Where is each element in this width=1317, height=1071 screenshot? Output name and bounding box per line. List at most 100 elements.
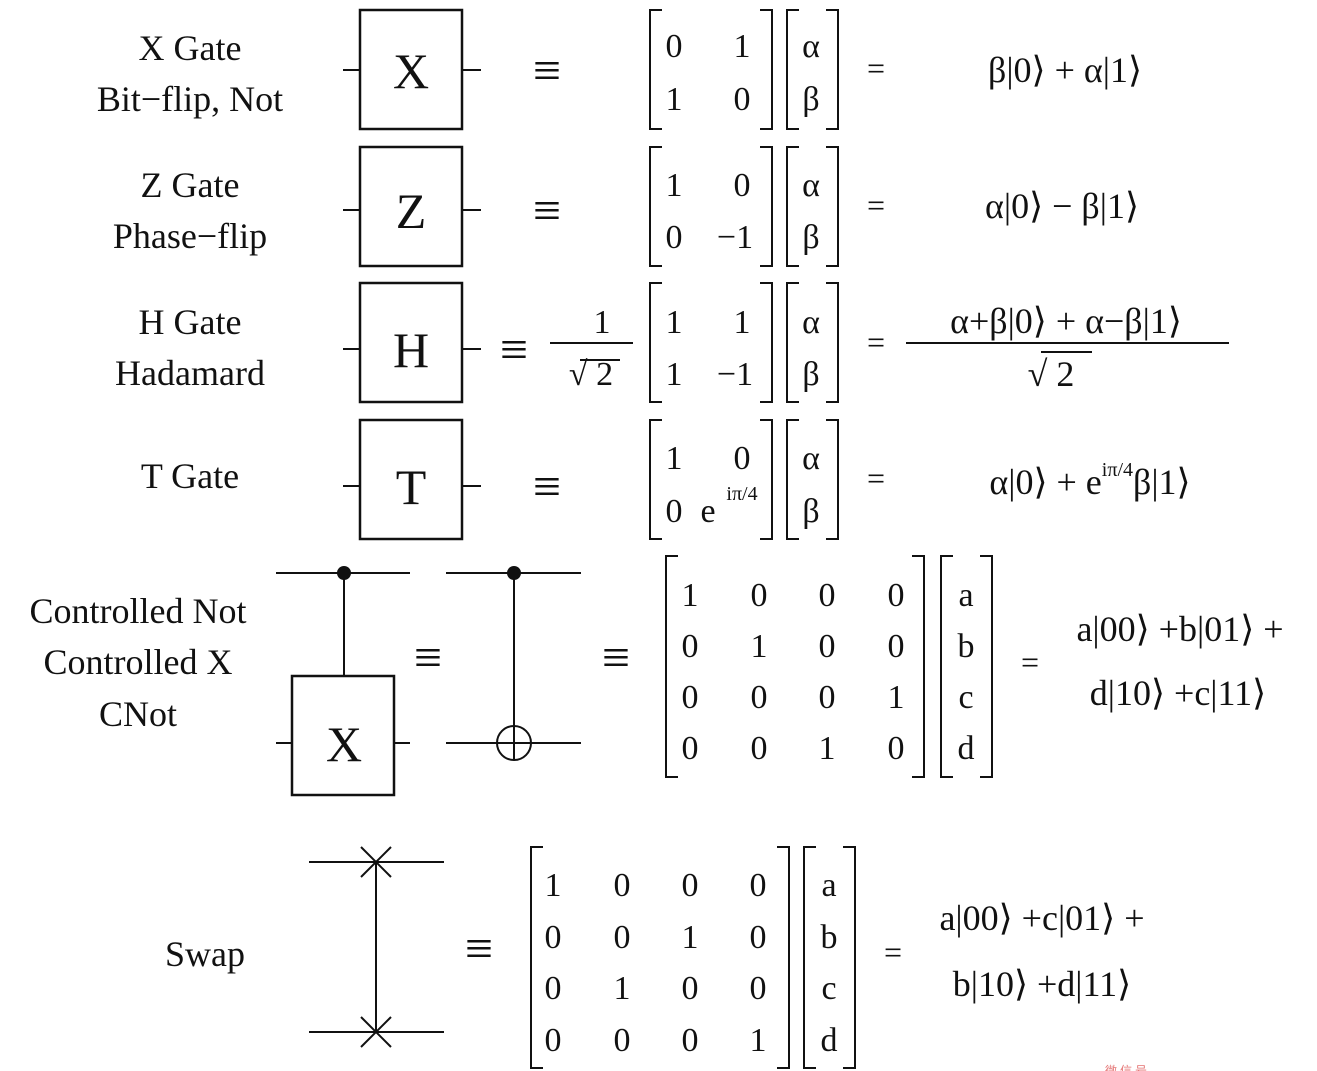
swap-vector-entry: d [821, 1022, 838, 1059]
swap-matrix-cell: 0 [614, 867, 631, 904]
z-gate-matrix-right-bracket [760, 146, 773, 267]
cnot-matrix-cell: 0 [819, 628, 836, 665]
cnot-matrix-cell: 0 [682, 679, 699, 716]
swap-matrix-cell: 0 [614, 1022, 631, 1059]
cnot-controlled-x-circuit: X [276, 566, 410, 797]
x-gate-matrix-cell: 1 [734, 28, 751, 65]
t-gate-result-pre: α|0⟩ + e [989, 462, 1101, 502]
h-gate-prefactor-numerator: 1 [594, 304, 611, 341]
h-gate-vector-left-bracket [786, 282, 799, 403]
swap-vector-left-bracket [803, 846, 816, 1069]
x-gate-matrix-cell: 1 [666, 81, 683, 118]
cnot-result-line-1: a|00⟩ +b|01⟩ + [1076, 609, 1283, 649]
cnot-row: Controlled Not Controlled X CNot X ≡ ≡ 1… [30, 555, 1284, 797]
cnot-equivalence: ≡ [414, 629, 442, 685]
h-gate-vector-entry: α [802, 304, 820, 341]
x-gate-result: β|0⟩ + α|1⟩ [988, 50, 1142, 90]
h-gate-matrix-left-bracket [649, 282, 662, 403]
z-gate-matrix-cell: 1 [666, 167, 683, 204]
swap-vector-entry: c [821, 970, 836, 1007]
t-gate-row: T Gate T ≡ 1 0 0 e iπ/4 α β = α|0⟩ + eiπ… [141, 418, 1191, 541]
cnot-matrix-cell: 0 [819, 679, 836, 716]
cnot-matrix-cell: 0 [682, 628, 699, 665]
swap-matrix-cell: 1 [545, 867, 562, 904]
cnot-oplus-icon [496, 725, 532, 761]
swap-bottom-cross-icon [360, 1016, 392, 1048]
x-gate-symbol: X [393, 43, 429, 99]
t-gate-vector-entry: β [802, 493, 819, 530]
t-gate-matrix-cell: 0 [666, 493, 683, 530]
swap-matrix-cell: 0 [682, 867, 699, 904]
h-gate-row: H Gate Hadamard H ≡ 1 √ 2 1 1 1 −1 α β =… [115, 281, 1229, 404]
cnot-matrix-right-bracket [912, 555, 925, 778]
swap-matrix-cell: 0 [682, 970, 699, 1007]
swap-matrix-left-bracket [530, 846, 543, 1069]
cnot-x-box [290, 674, 396, 797]
swap-vector-right-bracket [843, 846, 856, 1069]
cnot-matrix-cell: 0 [888, 628, 905, 665]
cnot-matrix-cell: 0 [888, 730, 905, 767]
z-gate-matrix-cell: 0 [666, 219, 683, 256]
x-gate-matrix-right-bracket [760, 9, 773, 130]
swap-result-line-1: a|00⟩ +c|01⟩ + [939, 898, 1144, 938]
t-gate-symbol: T [396, 459, 427, 515]
h-gate-vector-entry: β [802, 356, 819, 393]
cnot-x-symbol: X [326, 716, 362, 772]
swap-equals: = [884, 934, 902, 970]
z-gate-vector-left-bracket [786, 146, 799, 267]
swap-title: Swap [165, 934, 245, 974]
t-gate-vector-left-bracket [786, 419, 799, 540]
swap-matrix-cell: 1 [682, 919, 699, 956]
t-gate-matrix-left-bracket [649, 419, 662, 540]
t-gate-result: α|0⟩ + eiπ/4β|1⟩ [989, 459, 1190, 502]
swap-equivalence: ≡ [465, 920, 493, 976]
cnot-matrix-cell: 0 [682, 730, 699, 767]
x-gate-vector-left-bracket [786, 9, 799, 130]
h-gate-subtitle: Hadamard [115, 353, 265, 393]
cnot-subtitle-2: CNot [99, 694, 177, 734]
cnot-vector-entry: c [958, 679, 973, 716]
z-gate-title: Z Gate [141, 165, 240, 205]
x-gate-vector-entry: α [802, 28, 820, 65]
z-gate-matrix-cell: −1 [717, 219, 753, 256]
cnot-matrix-cell: 0 [751, 679, 768, 716]
x-gate-equals: = [867, 50, 885, 86]
z-gate-matrix-cell: 0 [734, 167, 751, 204]
h-gate-result-denominator: √ 2 [1028, 354, 1075, 394]
cnot-matrix-cell: 0 [819, 577, 836, 614]
cnot-result-line-2: d|10⟩ +c|11⟩ [1090, 673, 1266, 713]
z-gate-vector-entry: β [802, 219, 819, 256]
cnot-vector-left-bracket [940, 555, 953, 778]
cnot-vector-entry: b [958, 628, 975, 665]
h-gate-equals: = [867, 324, 885, 360]
cnot-matrix-cell: 0 [888, 577, 905, 614]
swap-matrix-right-bracket [777, 846, 790, 1069]
h-gate-title: H Gate [139, 302, 242, 342]
cnot-matrix-cell: 1 [751, 628, 768, 665]
t-gate-vector-right-bracket [826, 419, 839, 540]
cnot-matrix-cell: 1 [819, 730, 836, 767]
cnot-equivalence-2: ≡ [602, 629, 630, 685]
h-gate-result-numerator: α+β|0⟩ + α−β|1⟩ [950, 301, 1182, 341]
t-gate-vector-entry: α [802, 440, 820, 477]
z-gate-vector-entry: α [802, 167, 820, 204]
h-gate-matrix-cell: 1 [666, 304, 683, 341]
x-gate-row: X Gate Bit−flip, Not X ≡ 0 1 1 0 α β = β… [97, 8, 1142, 131]
swap-matrix-cell: 1 [750, 1022, 767, 1059]
t-gate-box [358, 418, 464, 541]
cnot-vector-entry: a [958, 577, 973, 614]
t-gate-equivalence: ≡ [533, 458, 561, 514]
swap-matrix-cell: 0 [750, 970, 767, 1007]
z-gate-box [358, 145, 464, 268]
t-gate-matrix-right-bracket [760, 419, 773, 540]
z-gate-subtitle: Phase−flip [113, 216, 267, 256]
swap-matrix-cell: 0 [750, 919, 767, 956]
z-gate-result: α|0⟩ − β|1⟩ [985, 186, 1139, 226]
swap-matrix-cell: 0 [614, 919, 631, 956]
x-gate-matrix-left-bracket [649, 9, 662, 130]
h-gate-box [358, 281, 464, 404]
watermark: 微信号 [1105, 1060, 1245, 1071]
